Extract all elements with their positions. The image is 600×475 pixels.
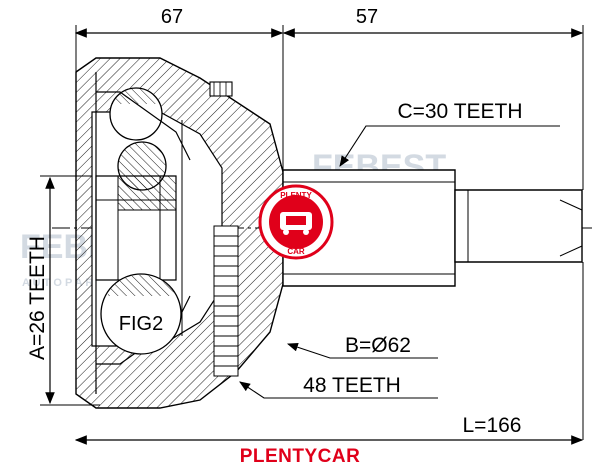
dim-l-label: L=166 [463,414,522,437]
leader-c [339,125,560,167]
abs-ring [213,225,239,377]
dim-57-label: 57 [356,6,378,28]
badge-bottom-text: CAR [287,247,305,256]
dim-abs-label: 48 TEETH [303,374,401,397]
dim-c-label: C=30 TEETH [397,100,522,123]
badge-top-text: PLENTY [280,191,312,200]
leader-abs [239,381,438,399]
outer-race-housing [75,57,284,409]
leader-b [286,342,438,359]
plentycar-badge: PLENTY CAR [258,184,334,260]
stub-shaft [282,169,583,287]
fig2-detail [100,273,182,355]
dim-b-label: B=Ø62 [345,334,411,357]
fig2-label: FIG2 [119,313,163,335]
dim-a-label: A=26 TEETH [26,236,49,360]
footer-brand: PLENTYCAR [239,446,361,467]
dim-67-label: 67 [161,6,183,28]
extension-lines [40,25,584,440]
